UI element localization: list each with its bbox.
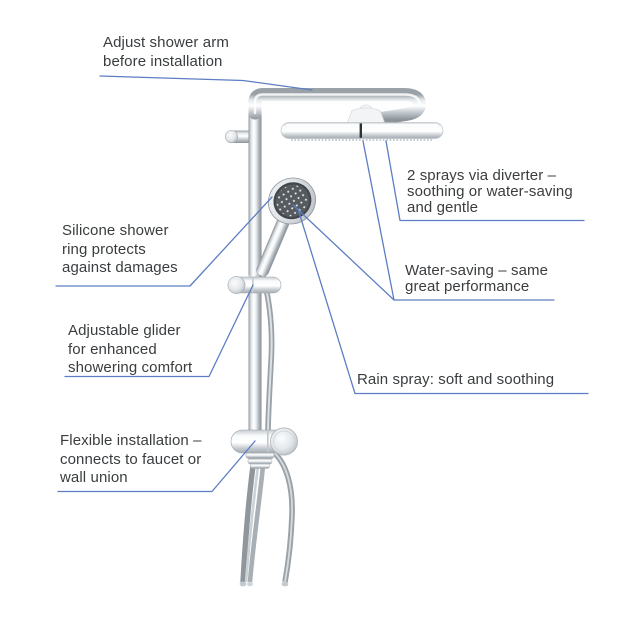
head-divider-notch	[359, 123, 362, 138]
diverter-connector	[230, 427, 298, 469]
annotation-adjust-arm: Adjust shower arm before installation	[103, 34, 229, 70]
annotation-silicone-ring: Silicone shower ring protects against da…	[62, 222, 178, 276]
glider-holder	[227, 274, 282, 294]
leader-two-sprays	[385, 140, 585, 222]
wall-mount-knob	[225, 130, 254, 144]
annotation-two-sprays: 2 sprays via diverter – soothing or wate…	[407, 167, 573, 216]
annotation-rain-spray: Rain spray: soft and soothing	[357, 371, 555, 388]
leader-adjust-arm	[99, 75, 313, 91]
leader-water-saving-b	[292, 204, 555, 301]
hand-shower-head	[268, 177, 316, 225]
leader-lines	[55, 75, 589, 493]
leader-flexible	[57, 440, 256, 493]
leader-water-saving-a	[362, 140, 395, 301]
annotation-adjustable-glider: Adjustable glider for enhanced showering…	[68, 322, 193, 376]
shower-rail	[248, 100, 262, 436]
shower-hoses	[239, 447, 295, 587]
annotation-water-saving: Water-saving – same great performance	[405, 262, 549, 295]
hand-shower-hose	[259, 271, 275, 434]
hand-shower	[256, 177, 316, 277]
leader-rain-spray	[297, 208, 589, 395]
head-mount-cone	[346, 107, 386, 125]
leader-glider	[64, 284, 254, 378]
rain-shower-head	[280, 122, 444, 141]
shower-arm	[248, 88, 426, 126]
leader-silicone-ring	[55, 196, 273, 287]
annotation-flexible-installation: Flexible installation – connects to fauc…	[60, 432, 202, 486]
